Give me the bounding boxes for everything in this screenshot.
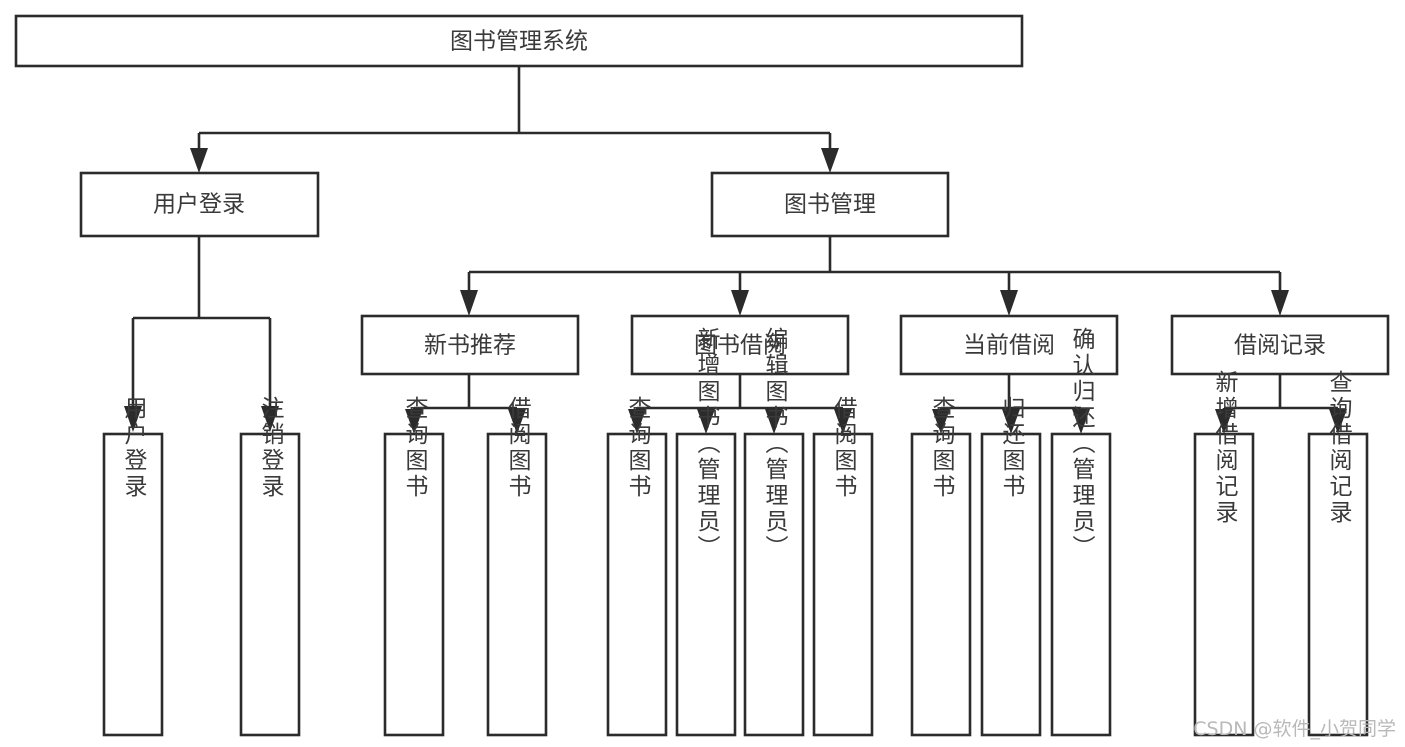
node-leaf-add-record[interactable]: 新增借阅记录 [1193,370,1255,737]
node-leaf-user-login-box[interactable] [102,432,164,737]
arrow-head-leaf-add-record [1215,409,1233,434]
arrow-head-book-management [821,148,839,173]
node-leaf-borrow-book-1[interactable]: 借阅图书 [486,396,548,737]
node-leaf-user-login-label: 用户登录 [120,396,148,500]
node-current-borrow-label: 当前借阅 [963,333,1055,359]
node-book-management-box[interactable] [710,171,950,238]
node-book-borrow-label: 图书借阅 [694,333,786,359]
node-leaf-query-book-2[interactable]: 查询图书 [606,396,668,737]
arrow-head-leaf-edit-book [765,409,783,434]
csdn-watermark: CSDN @软件_小贺同学 [1193,718,1396,740]
node-leaf-add-record-box[interactable] [1193,432,1255,737]
node-current-borrow-box[interactable] [899,314,1119,376]
node-leaf-logout[interactable]: 注销登录 [239,396,301,737]
node-leaf-query-book-1-label: 查询图书 [401,396,429,500]
node-leaf-query-book-3-label: 查询图书 [928,396,956,500]
arrow-head-leaf-query-book-2 [628,409,646,434]
node-leaf-return-book-label: 归还图书 [998,396,1026,500]
node-new-book-recommend-box[interactable] [360,314,580,376]
node-leaf-query-record[interactable]: 查询借阅记录 [1307,370,1369,737]
arrow-head-leaf-logout [261,406,279,432]
arrow-head-leaf-return-book [1002,409,1020,434]
node-leaf-edit-book[interactable]: 编辑图书（管理员） [743,327,805,737]
node-leaf-user-login[interactable]: 用户登录 [102,396,164,737]
node-leaf-borrow-book-2-box[interactable] [812,432,874,737]
arrow-head-leaf-add-book [697,409,715,434]
connector-layer [124,66,1347,434]
node-leaf-edit-book-label: 编辑图书（管理员） [761,327,789,561]
node-book-management-label: 图书管理 [784,192,876,218]
node-new-book-recommend[interactable]: 新书推荐 [360,314,580,376]
node-leaf-confirm-return[interactable]: 确认归还（管理员） [1050,327,1112,737]
node-user-login[interactable]: 用户登录 [79,171,320,238]
arrow-head-leaf-query-book-1 [405,409,423,434]
node-borrow-record[interactable]: 借阅记录 [1170,314,1390,376]
node-leaf-query-record-label: 查询借阅记录 [1325,370,1353,526]
node-leaf-edit-book-box[interactable] [743,432,805,737]
node-leaf-query-book-1[interactable]: 查询图书 [383,396,445,737]
node-book-borrow[interactable]: 图书借阅 [630,314,850,376]
node-book-borrow-box[interactable] [630,314,850,376]
node-book-management[interactable]: 图书管理 [710,171,950,238]
node-borrow-record-label: 借阅记录 [1234,333,1326,359]
node-leaf-add-record-label: 新增借阅记录 [1211,370,1239,526]
arrow-head-leaf-user-login [124,406,142,432]
node-leaf-confirm-return-box[interactable] [1050,432,1112,737]
node-leaf-query-book-1-box[interactable] [383,432,445,737]
node-leaf-confirm-return-label: 确认归还（管理员） [1068,327,1096,561]
node-leaf-logout-box[interactable] [239,432,301,737]
arrow-head-book-borrow [731,290,749,316]
node-new-book-recommend-label: 新书推荐 [424,333,516,359]
node-leaf-query-book-2-label: 查询图书 [624,396,652,500]
node-leaf-query-book-2-box[interactable] [606,432,668,737]
node-leaf-logout-label: 注销登录 [257,396,285,500]
node-borrow-record-box[interactable] [1170,314,1390,376]
node-leaf-return-book[interactable]: 归还图书 [980,396,1042,737]
arrow-head-current-borrow [1000,290,1018,316]
node-user-login-box[interactable] [79,171,320,238]
node-leaf-add-book-label: 新增图书（管理员） [693,327,721,561]
arrow-head-borrow-record [1271,290,1289,316]
node-leaf-return-book-box[interactable] [980,432,1042,737]
node-leaf-borrow-book-2-label: 借阅图书 [830,396,858,500]
node-leaf-borrow-book-1-box[interactable] [486,432,548,737]
node-root[interactable]: 图书管理系统 [14,14,1024,68]
node-leaf-borrow-book-2[interactable]: 借阅图书 [812,396,874,737]
arrow-head-leaf-borrow-book-1 [508,409,526,434]
node-leaf-query-record-box[interactable] [1307,432,1369,737]
node-leaf-add-book-box[interactable] [675,432,737,737]
node-root-box[interactable] [14,14,1024,68]
arrow-head-leaf-borrow-book-2 [834,409,852,434]
node-leaf-add-book[interactable]: 新增图书（管理员） [675,327,737,737]
arrow-head-user-login [190,148,208,173]
node-root-label: 图书管理系统 [450,29,588,55]
node-leaf-query-book-3-box[interactable] [910,432,972,737]
arrow-head-leaf-query-record [1329,409,1347,434]
node-leaf-query-book-3[interactable]: 查询图书 [910,396,972,737]
arrow-head-leaf-confirm-return [1072,409,1090,434]
arrow-head-leaf-query-book-3 [932,409,950,434]
node-current-borrow[interactable]: 当前借阅 [899,314,1119,376]
arrow-head-new-book-recommend [460,290,478,316]
node-leaf-borrow-book-1-label: 借阅图书 [504,396,532,500]
node-user-login-label: 用户登录 [153,192,245,218]
